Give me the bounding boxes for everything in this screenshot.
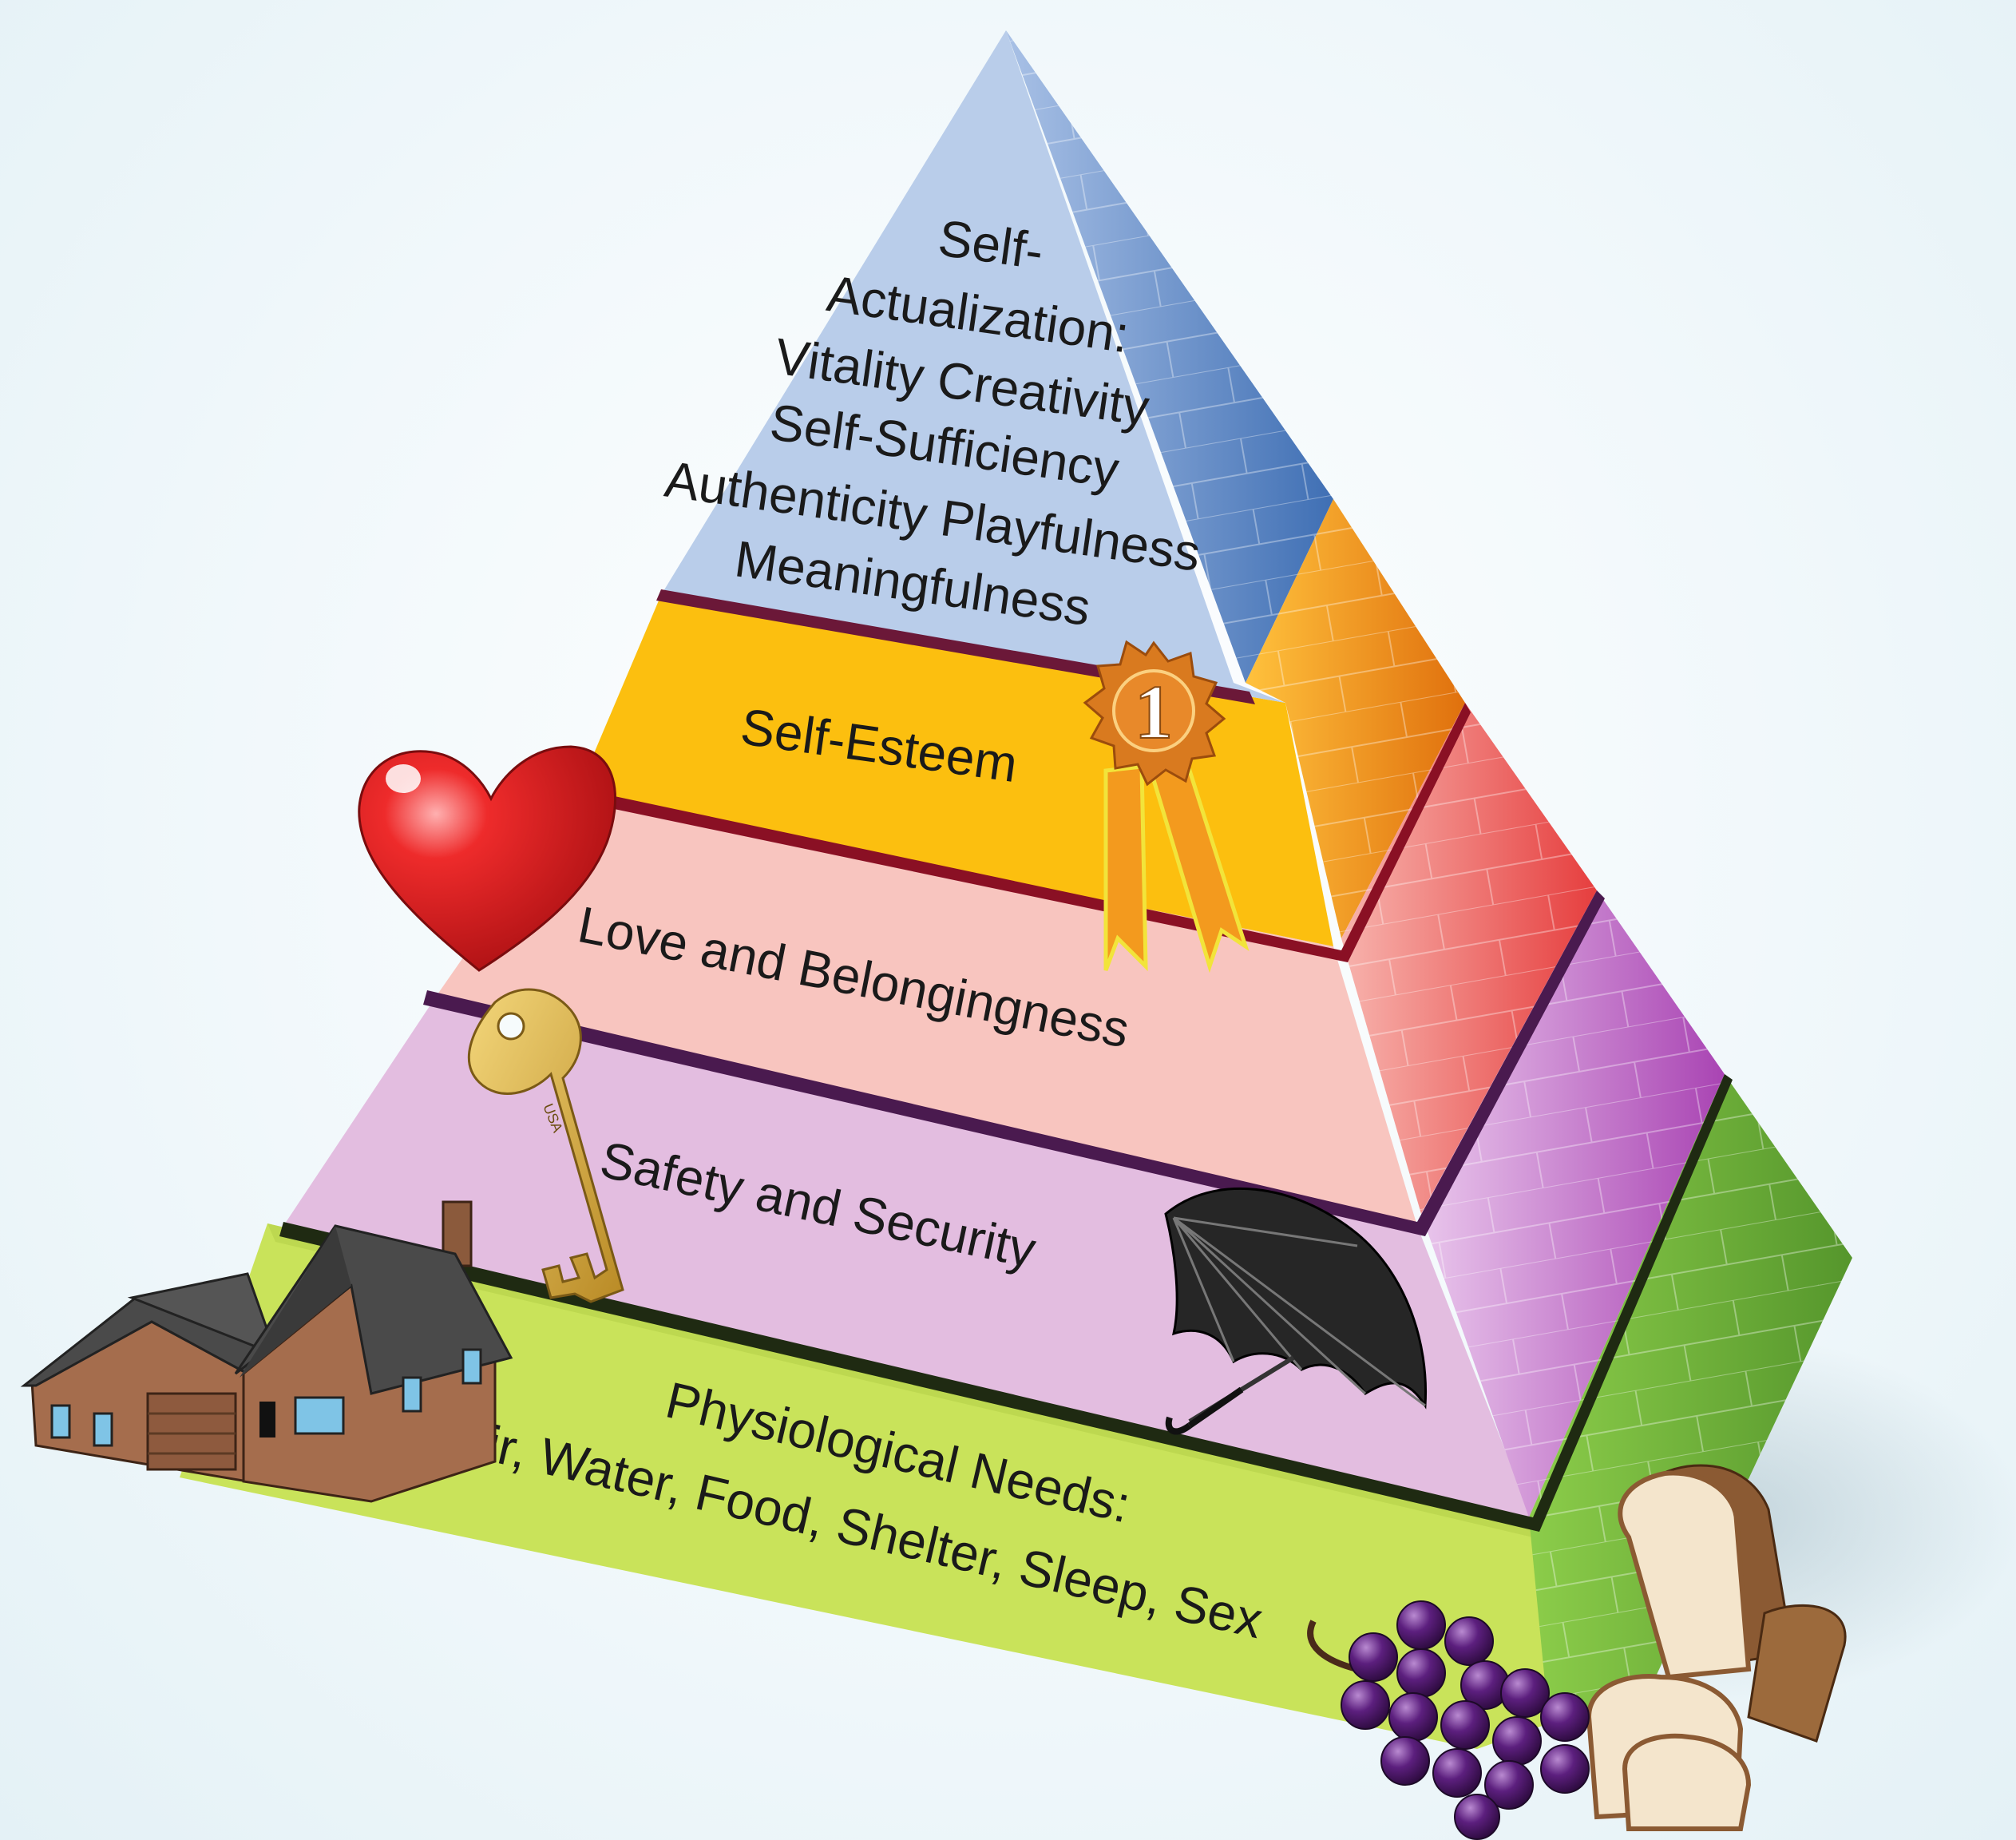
ribbon-award-icon: 1 — [1083, 640, 1250, 974]
heart-icon — [358, 745, 616, 972]
umbrella-icon — [1164, 1187, 1428, 1435]
level-physiological-face — [180, 1223, 1549, 1749]
pyramid-sides — [1006, 30, 1852, 1723]
house-icon — [20, 1200, 513, 1503]
ribbon-number: 1 — [1135, 669, 1173, 755]
level-safety-face — [283, 994, 1533, 1521]
level-self-actualization-face — [661, 30, 1285, 703]
bread-icon — [1586, 1464, 1847, 1831]
level-love-face — [438, 795, 1417, 1226]
grapes-icon — [1307, 1600, 1590, 1840]
